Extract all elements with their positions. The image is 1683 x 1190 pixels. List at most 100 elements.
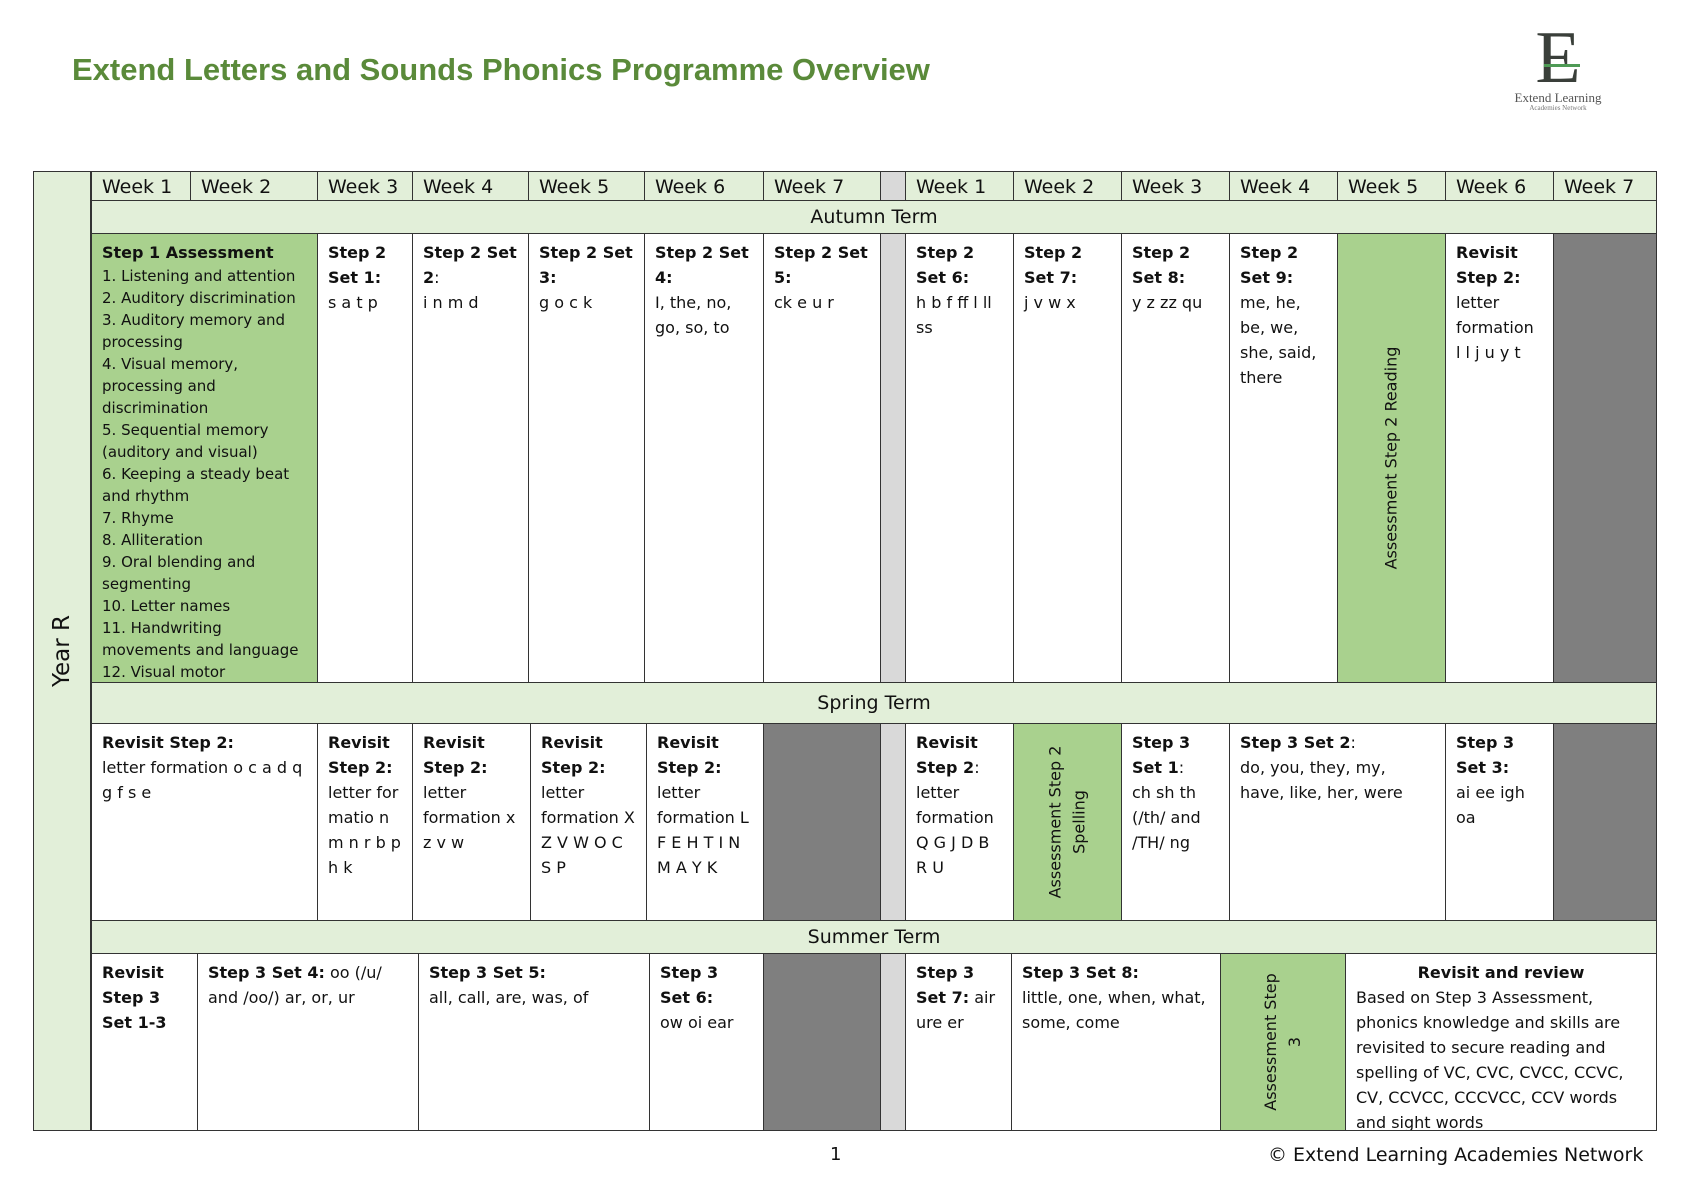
summer-separator xyxy=(880,953,906,1131)
summer-step3-set8: Step 3 Set 8: little, one, when, what, s… xyxy=(1011,953,1221,1131)
cell-heading: Step 2 Set 1: xyxy=(328,243,387,287)
autumn-assessment-step2-reading: Assessment Step 2 Reading xyxy=(1337,233,1446,683)
spring-blank-week7 xyxy=(763,723,881,921)
step1-item: 7. Rhyme xyxy=(102,509,174,527)
autumn-separator xyxy=(880,233,906,683)
cell-colon: : xyxy=(434,268,440,287)
header-week-5: Week 5 xyxy=(528,171,645,201)
header-week-3: Week 3 xyxy=(317,171,413,201)
cell-heading: Revisit Step 2: xyxy=(328,733,393,777)
header-week-2-b: Week 2 xyxy=(1013,171,1122,201)
cell-text: me, he, be, we, she, said, there xyxy=(1240,293,1317,387)
assessment-line-1: Assessment Step xyxy=(1261,973,1280,1111)
header-week-1-b: Week 1 xyxy=(905,171,1014,201)
cell-text: letter formation Q G J D B R U xyxy=(916,783,994,877)
cell-text: ck e u r xyxy=(774,293,834,312)
cell-heading: Step 2 Set 7: xyxy=(1024,243,1083,287)
cell-text: I, the, no, go, so, to xyxy=(655,293,732,337)
page-number: 1 xyxy=(830,1144,842,1165)
header-separator xyxy=(880,171,906,201)
cell-heading: Step 2 Set 9: xyxy=(1240,243,1299,287)
autumn-step2-set5: Step 2 Set 5: ck e u r xyxy=(763,233,881,683)
autumn-step2-set6: Step 2 Set 6: h b f ff l ll ss xyxy=(905,233,1014,683)
cell-text: letter formation X Z V W O C S P xyxy=(541,783,635,877)
cell-text: Based on Step 3 Assessment, phonics know… xyxy=(1356,988,1624,1131)
cell-colon: : xyxy=(974,758,980,777)
step1-item: 4. Visual memory, processing and discrim… xyxy=(102,355,239,417)
step1-item: 9. Oral blending and segmenting xyxy=(102,553,256,593)
assessment-label: Assessment Step 2 Spelling xyxy=(1044,746,1092,899)
header-week-2: Week 2 xyxy=(190,171,318,201)
cell-heading: Revisit Step 3 Set 1-3 xyxy=(102,963,167,1032)
header-week-5-b: Week 5 xyxy=(1337,171,1446,201)
logo-name: Extend Learning xyxy=(1514,90,1602,105)
header-week-4-b: Week 4 xyxy=(1229,171,1338,201)
cell-text: s a t p xyxy=(328,293,378,312)
step1-item: 3. Auditory memory and processing xyxy=(102,311,286,351)
cell-heading: Step 2 Set 2 xyxy=(423,243,517,287)
step1-item: 1. Listening and attention xyxy=(102,267,296,285)
assessment-line-1: Assessment Step 2 xyxy=(1045,745,1065,899)
overview-table: Year R Week 1 Week 2 Week 3 Week 4 Week … xyxy=(33,171,1657,1131)
summer-assessment-step3: Assessment Step 3 xyxy=(1220,953,1346,1131)
cell-text: h b f ff l ll ss xyxy=(916,293,992,337)
cell-text: ai ee igh oa xyxy=(1456,783,1525,827)
cell-heading: Revisit Step 2: xyxy=(657,733,722,777)
step1-item: 5. Sequential memory (auditory and visua… xyxy=(102,421,269,461)
cell-heading: Revisit Step 2: xyxy=(541,733,606,777)
cell-heading: Step 3 Set 8: xyxy=(1022,963,1139,982)
spring-assessment-step2-spelling: Assessment Step 2 Spelling xyxy=(1013,723,1122,921)
spring-step3-set2: Step 3 Set 2: do, you, they, my, have, l… xyxy=(1229,723,1446,921)
header-week-1: Week 1 xyxy=(91,171,191,201)
cell-heading: Step 2 Set 8: xyxy=(1132,243,1191,287)
summer-step3-set4: Step 3 Set 4: oo (/u/ and /oo/) ar, or, … xyxy=(197,953,419,1131)
cell-text: do, you, they, my, have, like, her, were xyxy=(1240,758,1403,802)
cell-text: ch sh th (/th/ and /TH/ ng xyxy=(1132,783,1201,852)
copyright-notice: © Extend Learning Academies Network xyxy=(1268,1144,1644,1166)
spring-revisit-5: Revisit Step 2: letter formation L F E H… xyxy=(646,723,764,921)
logo-accent-bar xyxy=(1544,64,1580,67)
spring-revisit-3: Revisit Step 2: letter formation x z v w xyxy=(412,723,531,921)
assessment-label: Assessment Step 3 xyxy=(1259,973,1307,1111)
summer-step3-set6: Step 3 Set 6: ow oi ear xyxy=(649,953,764,1131)
cell-heading: Step 2 Set 4: xyxy=(655,243,749,287)
summer-revisit-step3: Revisit Step 3 Set 1-3 xyxy=(91,953,198,1131)
assessment-label: Assessment Step 2 Reading xyxy=(1381,346,1401,570)
year-label: Year R xyxy=(49,615,75,687)
step1-item: 2. Auditory discrimination xyxy=(102,289,296,307)
header-week-7: Week 7 xyxy=(763,171,881,201)
cell-text: g o c k xyxy=(539,293,593,312)
step1-item: 12. Visual motor processing xyxy=(102,663,226,681)
spring-step3-set3: Step 3 Set 3: ai ee igh oa xyxy=(1445,723,1554,921)
header-week-3-b: Week 3 xyxy=(1121,171,1230,201)
assessment-line-2: 3 xyxy=(1285,1036,1304,1048)
cell-text: letter formation x z v w xyxy=(423,783,516,852)
header-week-4: Week 4 xyxy=(412,171,529,201)
cell-heading: Step 2 Set 5: xyxy=(774,243,868,287)
logo-letter: E xyxy=(1535,17,1581,99)
autumn-step2-set4: Step 2 Set 4: I, the, no, go, so, to xyxy=(644,233,764,683)
cell-text: i n m d xyxy=(423,293,479,312)
autumn-step2-set8: Step 2 Set 8: y z zz qu xyxy=(1121,233,1230,683)
page-title: Extend Letters and Sounds Phonics Progra… xyxy=(72,52,930,87)
step1-item: 6. Keeping a steady beat and rhythm xyxy=(102,465,290,505)
spring-step3-set1: Step 3 Set 1: ch sh th (/th/ and /TH/ ng xyxy=(1121,723,1230,921)
header-week-6: Week 6 xyxy=(644,171,764,201)
cell-text: j v w x xyxy=(1024,293,1076,312)
autumn-step2-set7: Step 2 Set 7: j v w x xyxy=(1013,233,1122,683)
spring-revisit-2: Revisit Step 2: letter formatio n m n r … xyxy=(317,723,413,921)
cell-heading: Step 3 Set 3: xyxy=(1456,733,1515,777)
cell-heading: Revisit Step 2: xyxy=(102,733,234,752)
step1-item: 8. Alliteration xyxy=(102,531,204,549)
year-label-cell: Year R xyxy=(33,171,91,1131)
autumn-blank-week7 xyxy=(1553,233,1657,683)
cell-heading: Step 3 Set 6: xyxy=(660,963,719,1007)
cell-text: y z zz qu xyxy=(1132,293,1203,312)
cell-text: letter formation o c a d q g f s e xyxy=(102,758,303,802)
autumn-step2-set9: Step 2 Set 9: me, he, be, we, she, said,… xyxy=(1229,233,1338,683)
cell-heading: Step 3 Set 4: xyxy=(208,963,325,982)
cell-colon: : xyxy=(1178,758,1185,777)
cell-heading: Revisit and review xyxy=(1417,963,1585,982)
spring-revisit-6: Revisit Step 2: letter formation Q G J D… xyxy=(905,723,1014,921)
autumn-term-label: Autumn Term xyxy=(91,200,1657,234)
